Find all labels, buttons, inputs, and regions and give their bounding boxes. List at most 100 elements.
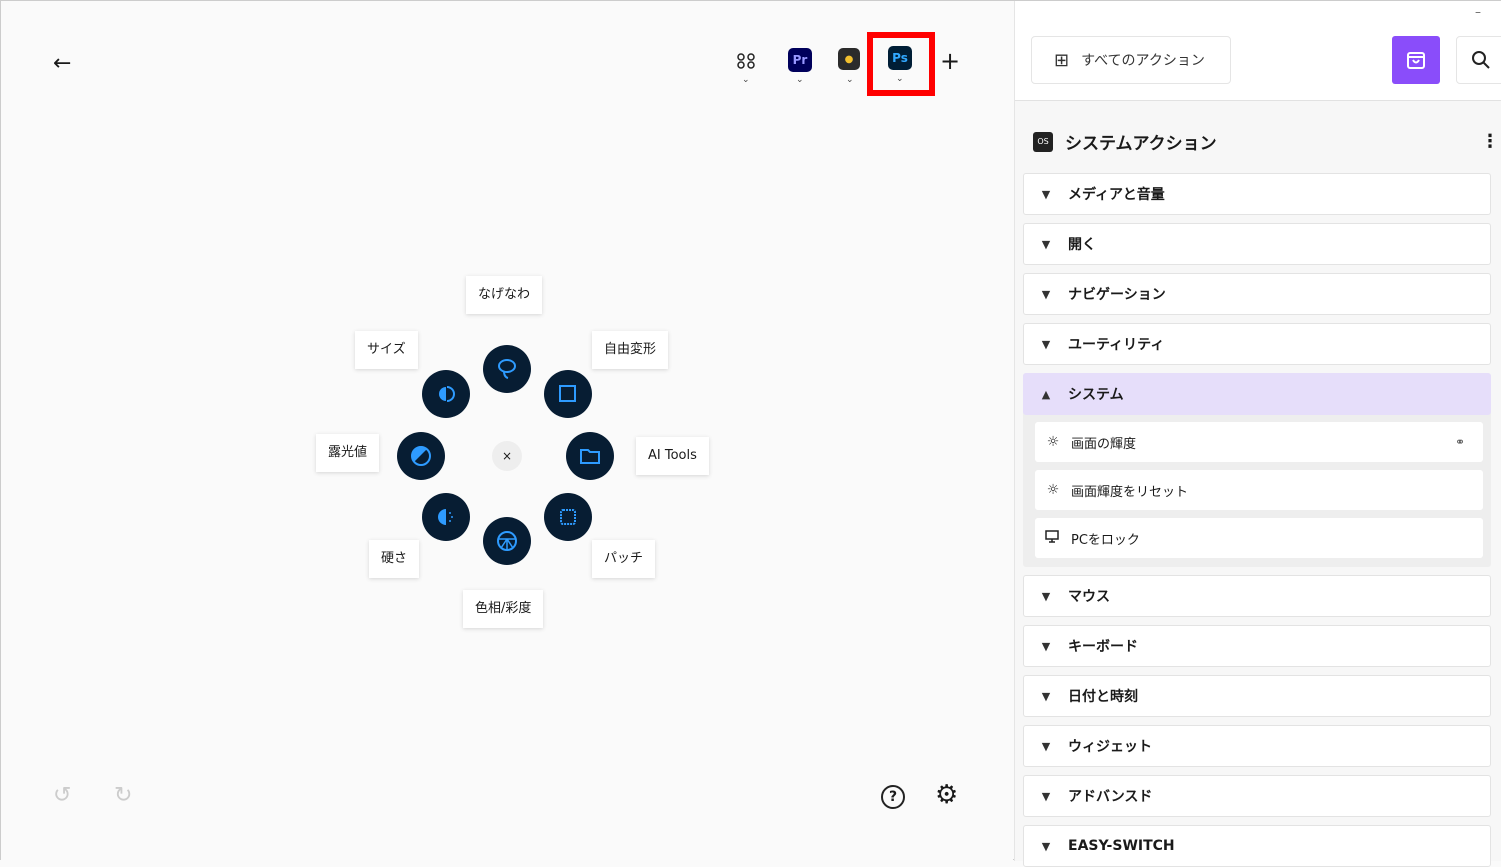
section-header: OS システムアクション: [1033, 129, 1217, 154]
category-label: ナビゲーション: [1068, 287, 1166, 303]
section-title: システムアクション: [1065, 134, 1217, 154]
canvas: ← ⌄ Pr ⌄ ● ⌄ Ps ⌄ + × なげなわ 自由変形 AI Tools…: [1, 1, 1013, 861]
category-advanced[interactable]: ▼アドバンスド: [1023, 775, 1491, 817]
radial-label-size: サイズ: [355, 331, 418, 369]
category-mouse[interactable]: ▼ マウス: [1023, 575, 1491, 617]
actions-panel: ⊞ すべてのアクション – OS システムアクション ⋮ ▼ メディアと音量 ▼ 開く…: [1014, 1, 1501, 867]
chevron-down-icon: ▼: [1041, 639, 1051, 653]
category-easy-switch[interactable]: ▼ EASY-SWITCH: [1023, 825, 1491, 867]
category-system-expanded: ▲ システム ☼ 画面の輝度 ⚭ ☼ 画面輝度をリセット PCをロック: [1023, 373, 1491, 567]
app-photoshop-selected[interactable]: Ps ⌄: [867, 32, 935, 96]
action-label: 画面輝度をリセット: [1071, 484, 1189, 500]
radial-lasso[interactable]: [483, 345, 531, 393]
radial-label-ai-tools: AI Tools: [636, 437, 709, 475]
action-label: PCをロック: [1071, 532, 1140, 548]
shopping-bag-icon: [1407, 52, 1425, 69]
category-keyboard[interactable]: ▼ キーボード: [1023, 625, 1491, 667]
marketplace-button[interactable]: [1392, 36, 1440, 84]
radial-ai-tools[interactable]: [566, 432, 614, 480]
app-premiere[interactable]: Pr ⌄: [788, 48, 812, 88]
settings-gear-icon[interactable]: ⚙: [935, 780, 959, 810]
os-badge: OS: [1033, 131, 1053, 152]
radial-exposure[interactable]: [397, 432, 445, 480]
minimize-button[interactable]: –: [1475, 5, 1481, 19]
back-button[interactable]: ←: [53, 51, 72, 76]
add-app-button[interactable]: +: [940, 47, 961, 75]
category-label: システム: [1068, 387, 1124, 403]
category-label: ユーティリティ: [1068, 337, 1165, 353]
lasso-icon: [498, 359, 516, 379]
radial-label-hue-saturation: 色相/彩度: [463, 590, 544, 628]
search-icon: [1472, 51, 1490, 69]
chevron-down-icon: ▼: [1041, 839, 1051, 853]
monitor-lock-icon: [1035, 529, 1071, 547]
radial-label-hardness: 硬さ: [369, 540, 420, 578]
category-media-volume[interactable]: ▼ メディアと音量: [1023, 173, 1491, 215]
hardness-icon: [438, 509, 453, 525]
chevron-down-icon: ▼: [1041, 337, 1051, 351]
search-button[interactable]: [1456, 36, 1501, 84]
category-label: マウス: [1068, 589, 1110, 605]
radial-label-free-transform: 自由変形: [592, 331, 669, 369]
radial-label-patch: パッチ: [592, 540, 656, 578]
more-menu-button[interactable]: ⋮: [1481, 131, 1499, 152]
size-icon: [439, 386, 455, 402]
category-navigation[interactable]: ▼ ナビゲーション: [1023, 273, 1491, 315]
action-screen-brightness[interactable]: ☼ 画面の輝度 ⚭: [1035, 422, 1483, 462]
app-davinci[interactable]: ● ⌄: [838, 48, 862, 88]
redo-button[interactable]: ↻: [114, 783, 133, 808]
category-open[interactable]: ▼ 開く: [1023, 223, 1491, 265]
chevron-down-icon: ▼: [1041, 739, 1051, 753]
chevron-up-icon: ▲: [1041, 387, 1051, 401]
action-lock-pc[interactable]: PCをロック: [1035, 518, 1483, 558]
grid-icon: ⊞: [1054, 49, 1070, 71]
brightness-icon: ☼: [1046, 434, 1060, 450]
action-reset-brightness[interactable]: ☼ 画面輝度をリセット: [1035, 470, 1483, 510]
all-actions-button[interactable]: ⊞ すべてのアクション: [1031, 36, 1231, 84]
link-icon: ⚭: [1454, 435, 1465, 449]
action-label: 画面の輝度: [1071, 436, 1137, 452]
premiere-icon: Pr: [788, 48, 812, 72]
undo-button[interactable]: ↺: [53, 783, 72, 808]
category-date-time[interactable]: ▼ 日付と時刻: [1023, 675, 1491, 717]
category-label: 日付と時刻: [1068, 689, 1138, 705]
patch-icon: [560, 509, 576, 525]
radial-label-exposure: 露光値: [316, 434, 380, 472]
category-system[interactable]: ▲ システム: [1023, 373, 1491, 415]
chevron-down-icon: ⌄: [846, 75, 854, 85]
radial-hardness[interactable]: [422, 493, 470, 541]
chevron-down-icon: ▼: [1041, 237, 1051, 251]
brightness-reset-icon: ☼: [1046, 482, 1060, 498]
hue-wheel-icon: [497, 531, 517, 551]
chevron-down-icon: ▼: [1041, 789, 1051, 803]
category-widget[interactable]: ▼ ウィジェット: [1023, 725, 1491, 767]
category-label: キーボード: [1068, 639, 1138, 655]
category-label: 開く: [1068, 237, 1096, 253]
photoshop-icon: Ps: [888, 46, 912, 70]
app-all[interactable]: ⌄: [734, 49, 758, 89]
davinci-icon: ●: [838, 48, 860, 70]
radial-close-button[interactable]: ×: [492, 441, 522, 471]
radial-hue-saturation[interactable]: [483, 517, 531, 565]
folder-icon: [580, 449, 600, 464]
chevron-down-icon: ▼: [1041, 689, 1051, 703]
category-label: メディアと音量: [1068, 187, 1165, 203]
radial-size[interactable]: [422, 370, 470, 418]
category-label: EASY-SWITCH: [1068, 838, 1175, 854]
chevron-down-icon: ▼: [1041, 187, 1051, 201]
category-utility[interactable]: ▼ ユーティリティ: [1023, 323, 1491, 365]
all-actions-label: すべてのアクション: [1081, 53, 1205, 69]
radial-free-transform[interactable]: [544, 370, 592, 418]
panel-header: ⊞ すべてのアクション –: [1015, 1, 1501, 101]
transform-icon: [559, 385, 576, 402]
apps-grid-icon: [737, 53, 755, 69]
radial-label-lasso: なげなわ: [466, 276, 543, 314]
chevron-down-icon: ▼: [1041, 287, 1051, 301]
category-label: ウィジェット: [1068, 739, 1152, 755]
chevron-down-icon: ⌄: [796, 75, 804, 85]
radial-patch[interactable]: [544, 493, 592, 541]
chevron-down-icon: ⌄: [742, 75, 750, 85]
chevron-down-icon: ▼: [1041, 589, 1051, 603]
exposure-icon: [411, 446, 431, 466]
help-button[interactable]: ?: [881, 785, 905, 809]
